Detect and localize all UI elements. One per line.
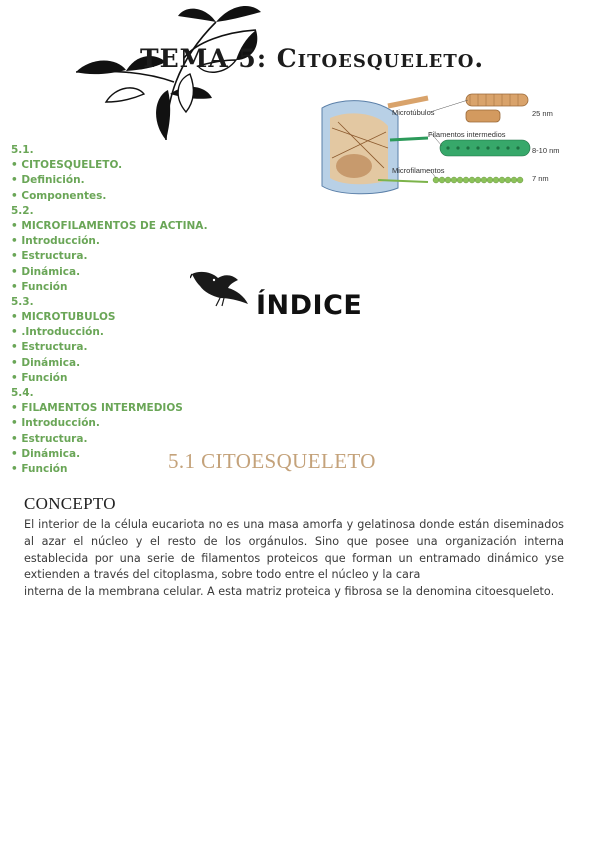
index-item: • Estructura. [11,250,88,263]
section-heading: 5.1 CITOESQUELETO [168,449,376,473]
concept-body: El interior de la célula eucariota no es… [24,517,564,601]
index-item: • Introducción. [11,417,100,430]
label-size-7nm: 7 nm [532,174,549,183]
index-item: • Componentes. [11,189,107,202]
cytoskeleton-figure: Microtúbulos Filamentos intermedios Micr… [318,88,560,198]
index-item: • FILAMENTOS INTERMEDIOS [11,402,183,415]
index-item: • Introducción. [11,235,100,248]
index-item: • CITOESQUELETO. [11,159,123,172]
leaf-branch-illustration [75,6,261,141]
index-item: • MICROFILAMENTOS DE ACTINA. [11,219,208,232]
index-list: 5.1. • CITOESQUELETO. • Definición. • Co… [11,143,231,477]
label-microfilamentos: Microfilamentos [392,166,445,175]
cytoskeleton-diagram [321,93,531,195]
index-item: • Función [11,280,68,293]
index-item: • MICROTUBULOS [11,311,116,324]
concept-heading: CONCEPTO [24,494,116,513]
label-size-25nm: 25 nm [532,109,553,118]
index-title: ÍNDICE [256,290,363,321]
label-size-8-10nm: 8-10 nm [532,146,560,155]
index-item: • Dinámica. [11,356,81,369]
label-filamentos-intermedios: Filamentos intermedios [428,130,506,139]
index-item: • Dinámica. [11,447,81,460]
index-item: • Función [11,371,68,384]
index-item: 5.3. [11,295,34,308]
index-item: • Estructura. [11,432,88,445]
index-item: • Estructura. [11,341,88,354]
index-item: 5.2. [11,204,34,217]
index-item: • Dinámica. [11,265,81,278]
index-item: 5.4. [11,387,34,399]
index-item: • .Introducción. [11,326,104,339]
index-item: • Definición. [11,174,85,187]
label-microtubulos: Microtúbulos [392,108,435,117]
page-title: TEMA 5: Citoesqueleto. [140,44,485,73]
index-item: • Función [11,462,68,475]
bird-illustration [190,271,248,307]
index-item: 5.1. [11,144,34,156]
concept-paragraph: interna de la membrana celular. A esta m… [24,585,555,599]
concept-paragraph: El interior de la célula eucariota no es… [24,518,564,582]
